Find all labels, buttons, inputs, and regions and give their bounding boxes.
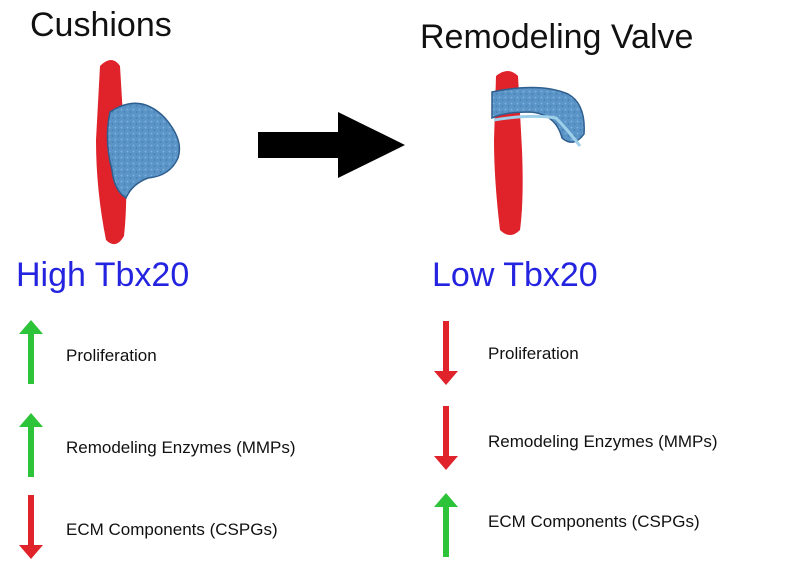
left-title: Cushions (30, 6, 172, 44)
right-tbx20-level: Low Tbx20 (432, 256, 598, 294)
valve-leaflet-highlight (493, 114, 582, 147)
left-item-proliferation-label: Proliferation (66, 346, 157, 365)
down-arrow-icon (19, 495, 43, 559)
cushion-shape (106, 102, 181, 200)
cushion-illustration (96, 60, 181, 245)
down-arrow-icon (434, 406, 458, 470)
valve-leaflet (491, 86, 585, 143)
valve-illustration (491, 71, 585, 235)
left-tbx20-level: High Tbx20 (16, 256, 190, 294)
right-title: Remodeling Valve (420, 18, 694, 56)
up-arrow-icon (19, 413, 43, 477)
down-arrow-icon (434, 321, 458, 385)
right-item-ecm-label: ECM Components (CSPGs) (488, 512, 700, 531)
up-arrow-icon (19, 320, 43, 384)
up-arrow-icon (434, 493, 458, 557)
transition-arrow (258, 112, 405, 178)
left-item-ecm-label: ECM Components (CSPGs) (66, 520, 278, 539)
right-item-enzymes-label: Remodeling Enzymes (MMPs) (488, 432, 718, 451)
right-item-proliferation-label: Proliferation (488, 344, 579, 363)
left-item-enzymes-label: Remodeling Enzymes (MMPs) (66, 438, 296, 457)
